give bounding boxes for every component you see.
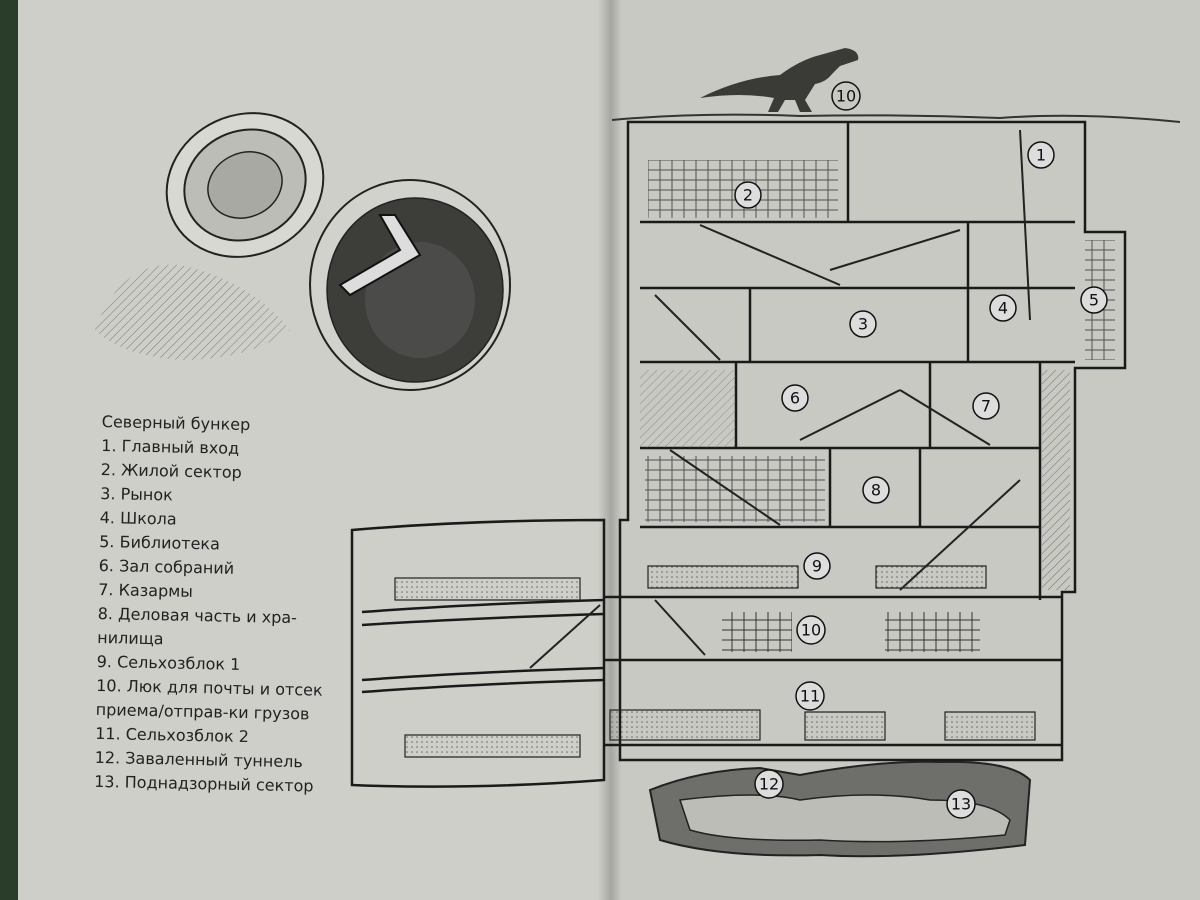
hatch-illustration <box>95 112 511 391</box>
marker-13 <box>946 789 976 819</box>
marker-11 <box>795 681 825 711</box>
side-shaft <box>1042 370 1070 590</box>
grass-tuft-icon <box>95 264 290 360</box>
marker-label: 8 <box>871 481 881 500</box>
marker-label: 1 <box>1036 146 1046 165</box>
hatch-rim-icon <box>165 112 325 258</box>
marker-10 <box>796 615 826 645</box>
cargo-grid-left <box>722 612 792 652</box>
marker-label: 11 <box>800 687 820 706</box>
stair-shaft <box>640 370 736 448</box>
crop-beds <box>394 565 1036 758</box>
marker-6 <box>781 384 809 412</box>
marker-label: 2 <box>743 186 753 205</box>
marker-4 <box>989 294 1017 322</box>
storage-grid <box>645 456 825 522</box>
cave-inner <box>678 794 1011 843</box>
marker-label: 7 <box>981 397 991 416</box>
annex-structure <box>350 518 606 788</box>
marker-label: 12 <box>759 775 779 794</box>
cargo-grid-right <box>885 612 980 652</box>
marker-label: 13 <box>951 795 971 814</box>
marker-5 <box>1080 286 1108 314</box>
marker-2 <box>734 181 762 209</box>
legend-item: 10. Люк для почты и отсек приема/отправ-… <box>95 675 323 724</box>
hatch-lid-icon <box>309 179 511 391</box>
marker-label: 9 <box>812 557 822 576</box>
right-page <box>610 0 1200 900</box>
book-gutter <box>598 0 622 900</box>
marker-3 <box>849 310 877 338</box>
markers: 1 2 3 4 5 6 7 8 9 10 11 12 13 <box>734 141 1108 819</box>
marker-7 <box>972 392 1000 420</box>
marker-label: 3 <box>858 315 868 334</box>
ground-line <box>611 113 1181 123</box>
marker-label: 4 <box>998 299 1008 318</box>
bunker-legend: Северный бункер 1. Главный вход 2. Жилой… <box>94 410 352 799</box>
marker-label: 10 <box>836 87 856 106</box>
legend-item: 8. Деловая часть и хра-нилища <box>97 603 298 649</box>
marker-8 <box>862 476 890 504</box>
marker-10-top <box>831 81 861 111</box>
marker-label: 6 <box>790 389 800 408</box>
marker-9 <box>803 552 831 580</box>
marker-12 <box>754 769 784 799</box>
marker-1 <box>1027 141 1055 169</box>
dinosaur-icon <box>700 48 859 112</box>
marker-label: 10 <box>801 621 821 640</box>
marker-label: 5 <box>1089 291 1099 310</box>
